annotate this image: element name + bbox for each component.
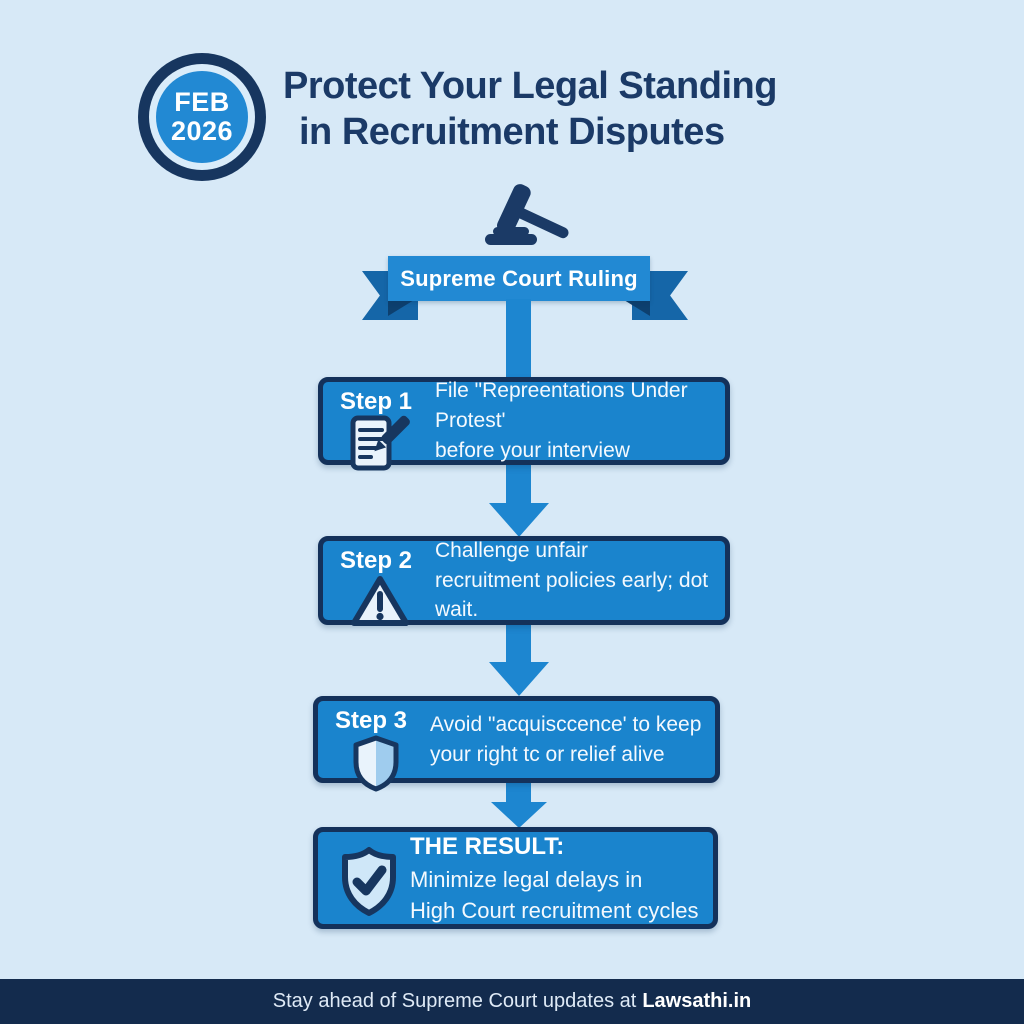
step-2-text: Challenge unfair recruitment policies ea… xyxy=(435,539,717,622)
result-card: THE RESULT: Minimize legal delays in Hig… xyxy=(313,827,718,929)
result-line-1: Minimize legal delays in xyxy=(410,866,643,892)
document-pen-icon xyxy=(350,415,410,471)
title-line-2: in Recruitment Disputes xyxy=(299,111,725,154)
step-2-label: Step 2 xyxy=(340,547,413,574)
step-3-line-1: Avoid "acquisccence' to keep xyxy=(430,712,702,736)
result-text: THE RESULT: Minimize legal delays in Hig… xyxy=(410,832,705,924)
page-title: Protect Your Legal Standing in Recruitme… xyxy=(283,63,883,156)
gavel-icon xyxy=(485,184,569,245)
result-line-2: High Court recruitment cycles xyxy=(410,898,699,924)
step-3-text: Avoid "acquisccence' to keep your right … xyxy=(430,701,707,778)
step-2-card: Step 2 Challenge unfair recruitment poli… xyxy=(318,536,730,626)
arrow-step2-step3-head xyxy=(489,662,549,696)
step-1-line-2: before your interview xyxy=(435,438,630,462)
warning-triangle-icon xyxy=(351,576,409,626)
step-3-label: Step 3 xyxy=(335,707,408,734)
step-1-label: Step 1 xyxy=(340,388,413,415)
arrow-step3-result-head xyxy=(491,802,547,828)
date-badge: FEB 2026 xyxy=(138,53,266,181)
step-2-line-2: recruitment policies early; dot wait. xyxy=(435,568,709,622)
step-1-line-1: File "Repreentations Under Protest' xyxy=(435,379,688,433)
step-1-text: File "Repreentations Under Protest' befo… xyxy=(435,379,717,462)
footer-text: Stay ahead of Supreme Court updates at xyxy=(272,990,637,1012)
step-3-card: Step 3 Avoid "acquisccence' to keep your… xyxy=(313,696,720,792)
arrow-step3-result-stem xyxy=(506,783,531,803)
step-2-line-1: Challenge unfair xyxy=(435,538,588,562)
arrow-step2-step3-stem xyxy=(506,624,531,663)
footer-bar: Stay ahead of Supreme Court updates at L… xyxy=(0,979,1024,1024)
step-3-line-2: your right tc or relief alive xyxy=(430,742,665,766)
footer-brand: Lawsathi.in xyxy=(642,990,752,1012)
connector-banner-step1 xyxy=(506,299,531,379)
shield-icon xyxy=(353,735,399,792)
banner-label: Supreme Court Ruling xyxy=(400,265,638,291)
ribbon-banner: Supreme Court Ruling xyxy=(388,256,650,301)
result-heading: THE RESULT: xyxy=(410,832,565,860)
arrow-step1-step2-stem xyxy=(506,464,531,504)
shield-check-icon xyxy=(342,847,396,916)
date-badge-core: FEB 2026 xyxy=(156,71,248,163)
badge-year: 2026 xyxy=(170,116,234,146)
title-line-1: Protect Your Legal Standing xyxy=(283,65,777,107)
arrow-step1-step2-head xyxy=(489,503,549,537)
badge-month: FEB xyxy=(174,86,230,117)
step-1-card: Step 1 File "Repreentations Under Protes… xyxy=(318,377,730,471)
